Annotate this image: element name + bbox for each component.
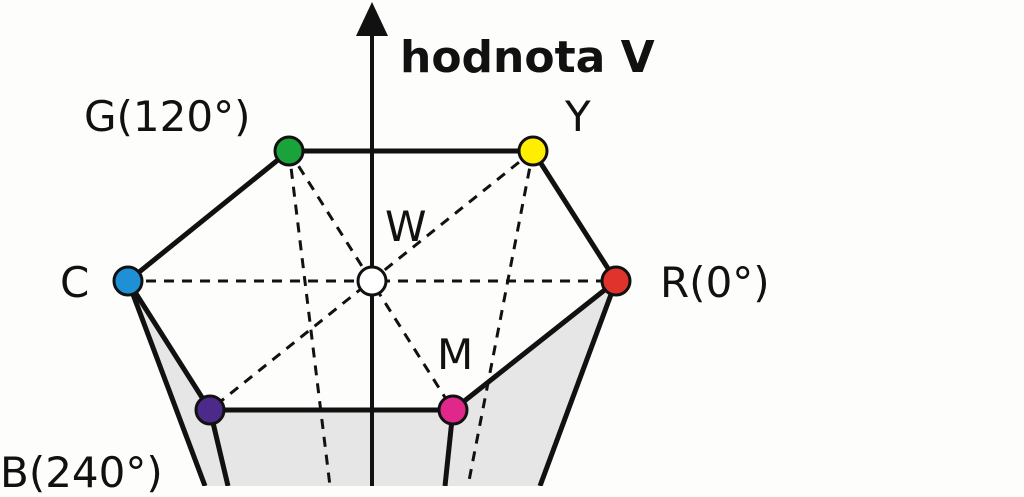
edge-r-down [537, 280, 619, 486]
cone-face-left [128, 281, 228, 486]
label-blue: B(240°) [0, 448, 163, 497]
label-yellow: Y [565, 92, 591, 141]
label-red: R(0°) [660, 258, 770, 307]
vertex-green [273, 135, 305, 167]
value-axis-label: hodnota V [400, 32, 655, 83]
hsv-hexcone-diagram: hodnota V G(120°) Y W C R(0°) M B(240°) [0, 2, 770, 494]
vertex-cyan [112, 265, 144, 297]
label-cyan: C [60, 258, 90, 307]
hexcone-graphic [112, 2, 632, 486]
dashed-g-down [287, 150, 332, 486]
vertex-magenta [437, 394, 469, 426]
label-magenta: M [437, 330, 474, 379]
value-axis-arrowhead [356, 2, 388, 36]
vertex-blue [194, 394, 226, 426]
vertex-white [356, 265, 388, 297]
vertex-red [600, 265, 632, 297]
edge-c-down [125, 280, 208, 486]
label-white: W [385, 202, 427, 251]
vertex-yellow [517, 135, 549, 167]
cone-face-front [210, 410, 453, 486]
label-green: G(120°) [84, 92, 251, 141]
cone-face-right [445, 281, 616, 486]
dashed-y-down [466, 150, 535, 486]
